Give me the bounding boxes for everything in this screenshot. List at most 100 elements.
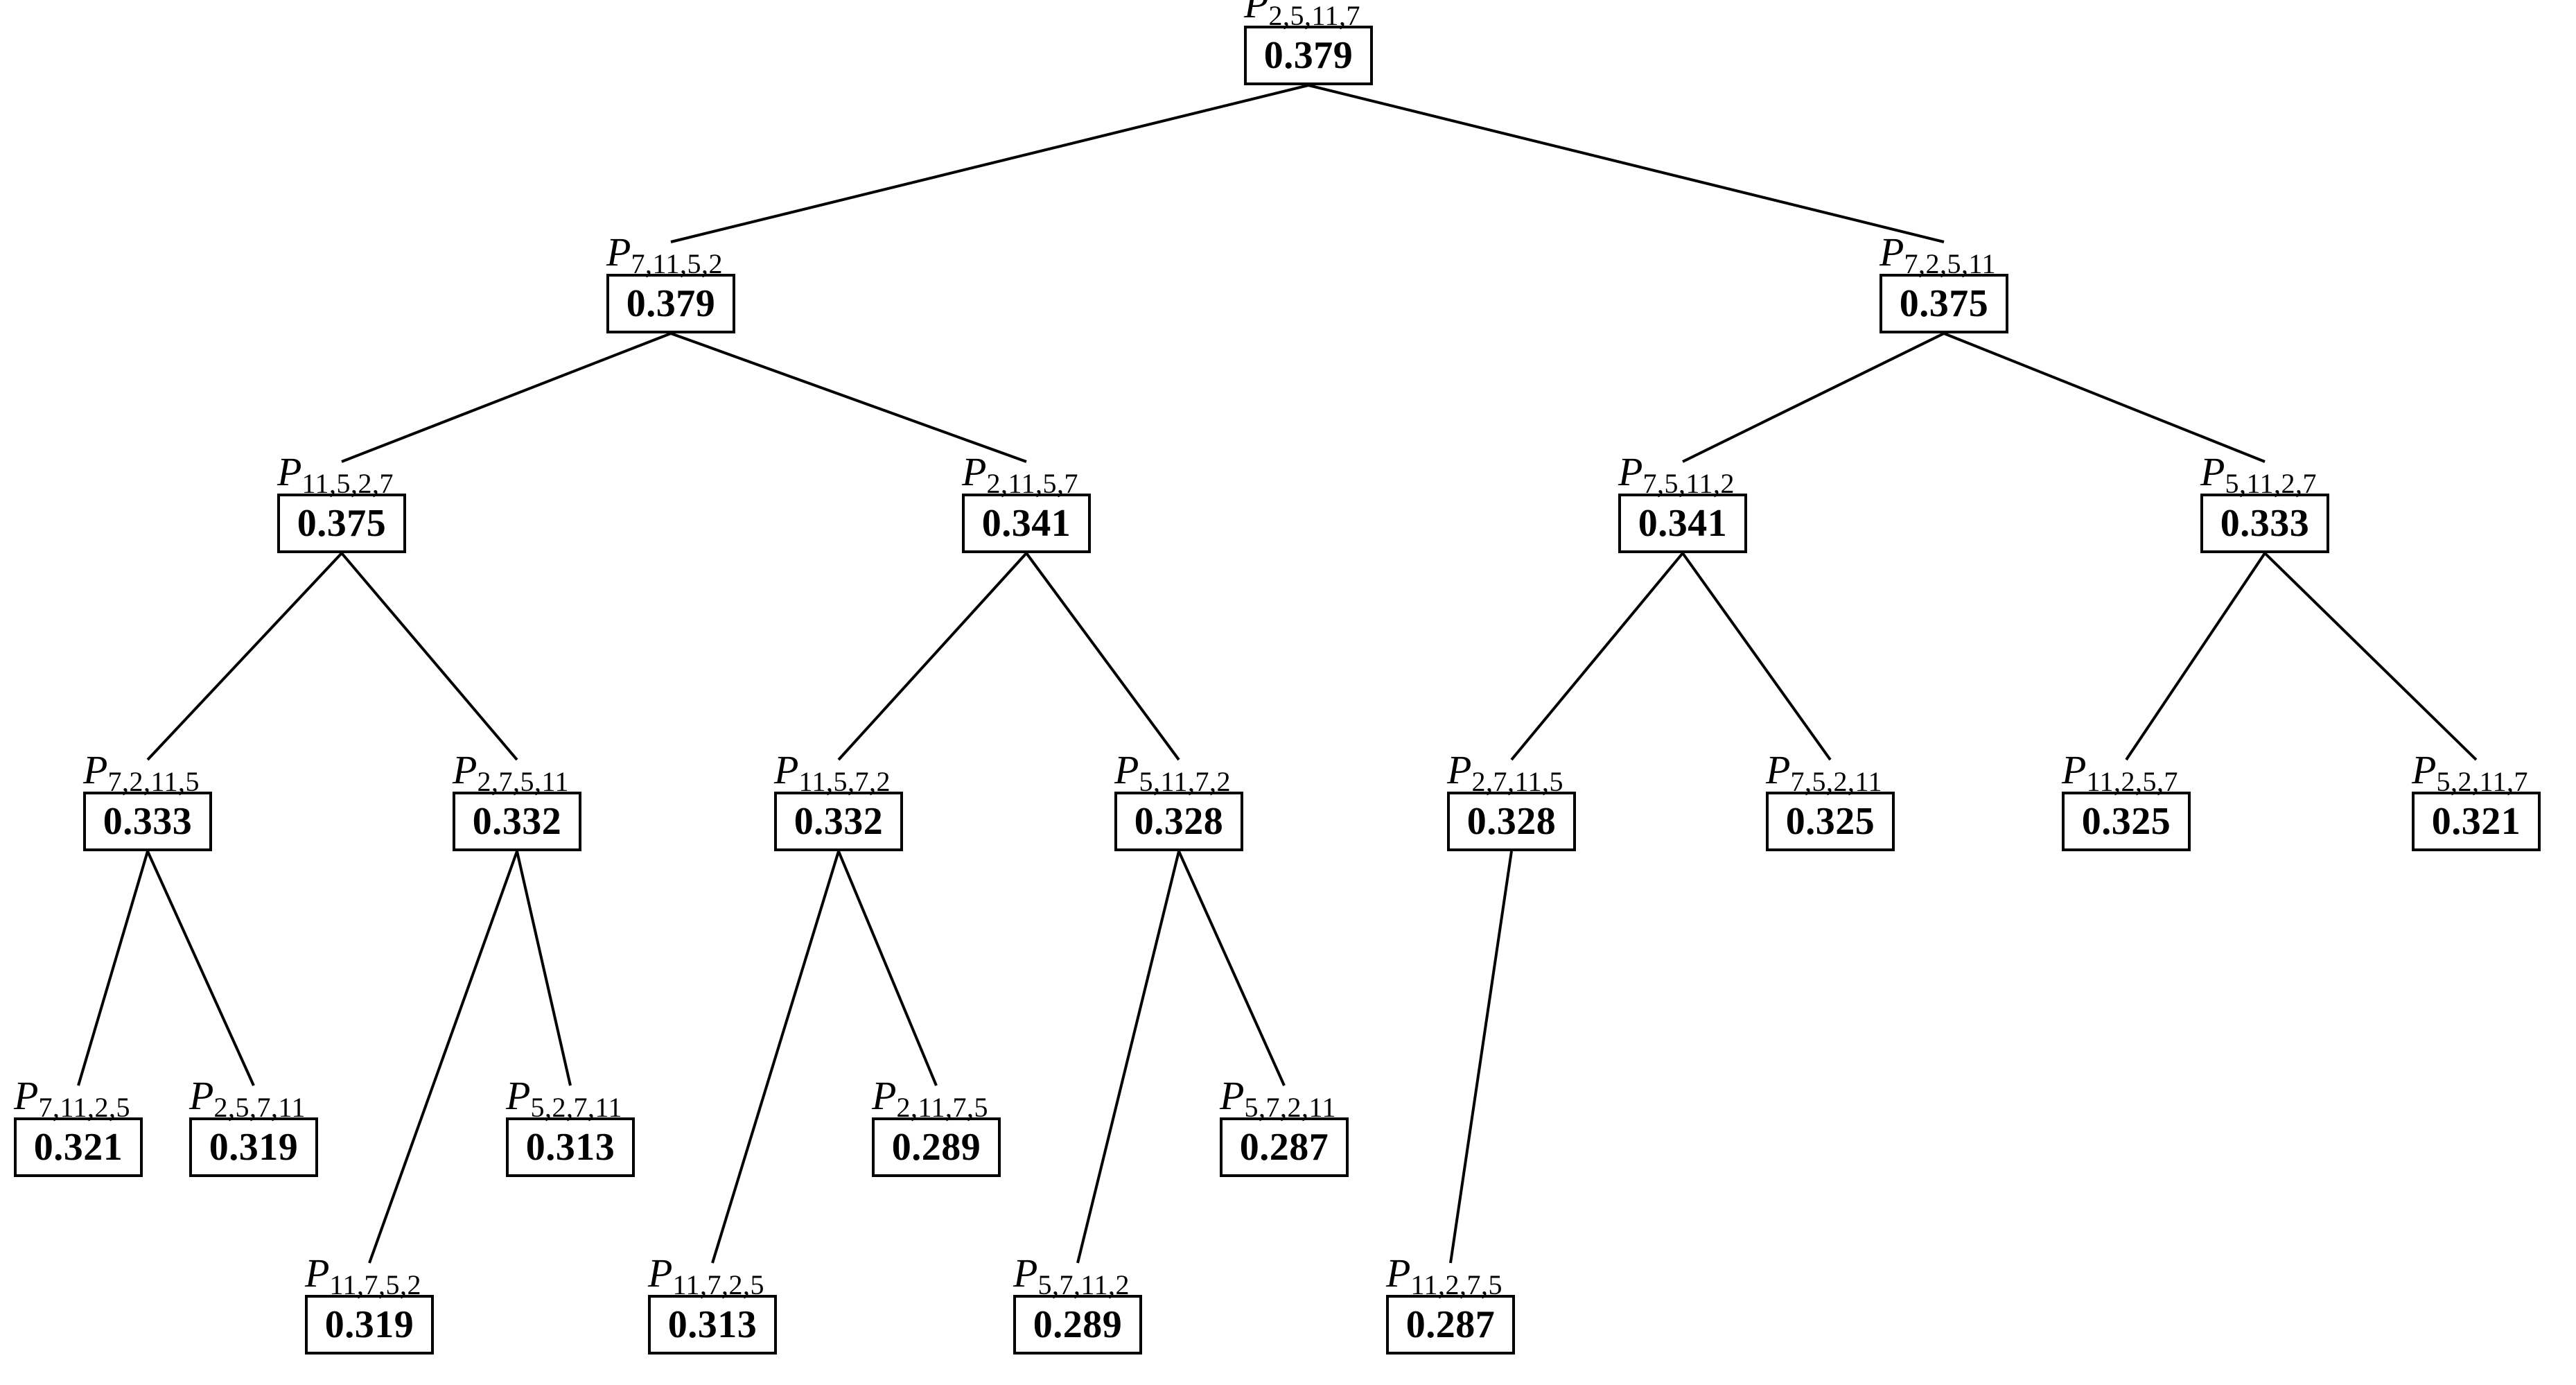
- node-label-subscript: 5,7,11,2: [1037, 1269, 1130, 1300]
- tree-edge: [1076, 851, 1180, 1264]
- node-label: P2,11,7,5: [872, 1075, 988, 1122]
- node-label: P11,7,2,5: [648, 1253, 764, 1299]
- node-value-box[interactable]: 0.379: [606, 274, 735, 333]
- node-value-box[interactable]: 0.332: [453, 792, 581, 851]
- node-value-box[interactable]: 0.313: [648, 1295, 777, 1354]
- node-label: P5,2,7,11: [506, 1072, 622, 1122]
- node-label-symbol: P: [1220, 1072, 1245, 1118]
- node-label: P2,7,5,11: [453, 749, 569, 796]
- node-value-box[interactable]: 0.379: [1244, 26, 1373, 85]
- tree-edge: [670, 84, 1309, 243]
- node-value-box[interactable]: 0.289: [872, 1117, 1001, 1177]
- node-label-subscript: 5,11,7,2: [1139, 766, 1231, 797]
- node-value-box[interactable]: 0.328: [1447, 792, 1576, 851]
- node-label-symbol: P: [83, 747, 108, 792]
- node-label-subscript: 7,5,11,2: [1642, 468, 1735, 499]
- node-label: P7,5,11,2: [1618, 451, 1735, 499]
- node-label-subscript: 11,7,2,5: [672, 1269, 764, 1300]
- node-value-box[interactable]: 0.332: [774, 792, 903, 851]
- node-label: P5,7,2,11: [1220, 1072, 1336, 1122]
- node-value-box[interactable]: 0.321: [14, 1117, 143, 1177]
- tree-edge: [1025, 552, 1180, 761]
- node-label-subscript: 11,2,5,7: [2086, 766, 2178, 797]
- node-label-symbol: P: [14, 1072, 39, 1118]
- node-label: P5,7,11,2: [1013, 1253, 1130, 1299]
- node-label-symbol: P: [506, 1072, 531, 1118]
- node-value-box[interactable]: 0.319: [189, 1117, 318, 1177]
- node-label: P5,2,11,7: [2412, 749, 2528, 797]
- node-label: P5,11,2,7: [2200, 448, 2317, 498]
- node-label-subscript: 11,5,2,7: [301, 468, 394, 499]
- node-label-symbol: P: [2200, 448, 2225, 494]
- node-label-symbol: P: [1880, 229, 1904, 275]
- node-value-box[interactable]: 0.325: [1766, 792, 1895, 851]
- node-label-subscript: 7,2,5,11: [1904, 248, 1996, 279]
- node-value-box[interactable]: 0.325: [2062, 792, 2191, 851]
- node-value-box[interactable]: 0.341: [1618, 494, 1747, 553]
- node-value-box[interactable]: 0.313: [506, 1117, 635, 1177]
- node-value-box[interactable]: 0.375: [277, 494, 406, 553]
- node-label-symbol: P: [277, 448, 302, 494]
- node-label: P7,11,5,2: [606, 232, 723, 278]
- node-label-symbol: P: [1244, 0, 1269, 26]
- tree-edge: [146, 851, 255, 1086]
- node-value-box[interactable]: 0.321: [2412, 792, 2541, 851]
- tree-edge: [146, 552, 343, 761]
- node-value-box[interactable]: 0.287: [1220, 1117, 1349, 1177]
- node-label-subscript: 7,11,2,5: [38, 1092, 130, 1123]
- node-label: P11,5,2,7: [277, 448, 394, 499]
- node-label-subscript: 2,7,11,5: [1471, 766, 1563, 797]
- node-label-subscript: 2,5,11,7: [1268, 0, 1360, 31]
- node-value-box[interactable]: 0.341: [962, 494, 1091, 553]
- node-label-subscript: 5,2,11,7: [2436, 766, 2528, 797]
- tree-edge: [837, 552, 1028, 761]
- node-value-box[interactable]: 0.333: [83, 792, 212, 851]
- node-label-subscript: 7,11,5,2: [631, 248, 723, 279]
- node-label: P7,2,11,5: [83, 747, 200, 796]
- tree-edge: [1449, 851, 1513, 1264]
- node-value-box[interactable]: 0.289: [1013, 1295, 1142, 1354]
- node-label-subscript: 2,11,5,7: [986, 468, 1078, 499]
- node-label-symbol: P: [1386, 1250, 1411, 1296]
- node-label: P7,5,2,11: [1766, 749, 1882, 796]
- node-label: P2,5,11,7: [1244, 0, 1360, 30]
- tree-edge: [368, 851, 518, 1264]
- node-value-box[interactable]: 0.319: [305, 1295, 434, 1354]
- node-value-box[interactable]: 0.375: [1880, 274, 2008, 333]
- tree-edge: [711, 851, 840, 1264]
- node-label: P7,2,5,11: [1880, 232, 1996, 278]
- node-value-box[interactable]: 0.328: [1114, 792, 1243, 851]
- tree-edge: [1510, 552, 1684, 761]
- node-label: P11,7,5,2: [305, 1253, 421, 1299]
- node-value-box[interactable]: 0.287: [1386, 1295, 1515, 1354]
- tree-edge: [837, 851, 938, 1086]
- node-label: P2,7,11,5: [1447, 749, 1563, 797]
- node-label-symbol: P: [189, 1072, 214, 1118]
- node-label-symbol: P: [648, 1250, 673, 1296]
- node-value-box[interactable]: 0.333: [2200, 494, 2329, 553]
